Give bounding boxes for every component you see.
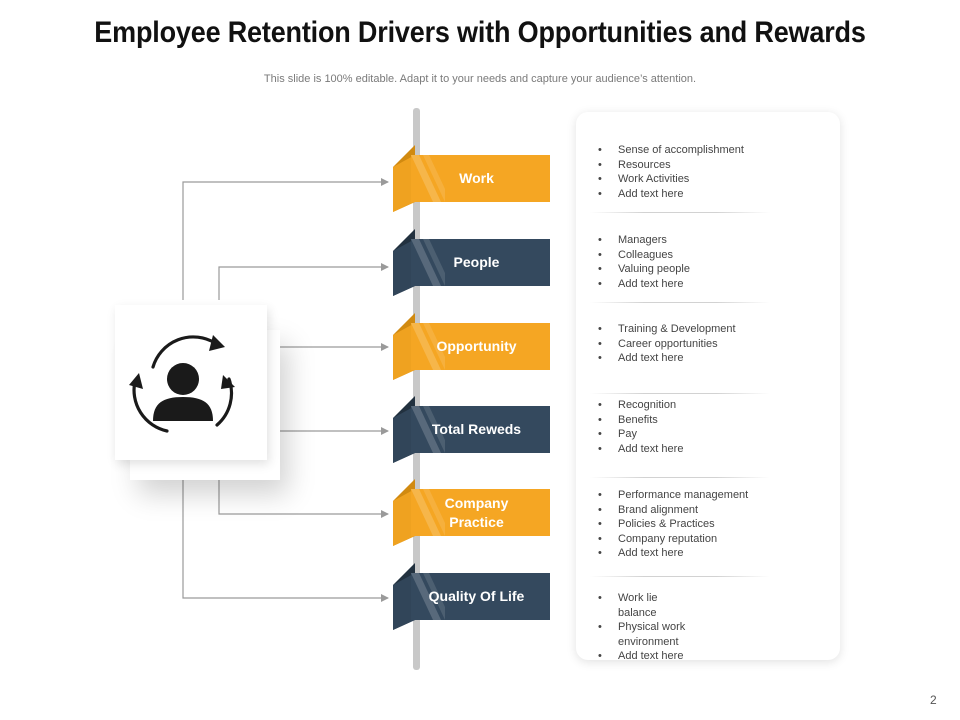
detail-item: Work lie balance <box>597 591 697 620</box>
ribbon-body <box>411 323 550 370</box>
driver-label: People <box>453 254 500 270</box>
driver-tab: Opportunity <box>393 313 550 380</box>
user-cycle-icon <box>129 335 235 433</box>
detail-item: Add text here <box>597 442 827 457</box>
driver-label: Work <box>459 170 494 186</box>
ribbon-stripes <box>411 489 445 536</box>
driver-label: Opportunity <box>436 338 517 354</box>
ribbon-body <box>411 155 550 202</box>
ribbon-stripes <box>411 155 445 202</box>
ribbon-body <box>411 239 550 286</box>
ribbon-fold <box>393 563 415 630</box>
detail-separator <box>590 393 770 394</box>
detail-list: RecognitionBenefitsPayAdd text here <box>597 398 827 456</box>
ribbon-body <box>411 489 550 536</box>
ribbon-stripes <box>411 239 445 286</box>
detail-list: Work lie balancePhysical work environmen… <box>597 591 697 664</box>
detail-item: Brand alignment <box>597 503 827 518</box>
driver-tab: Company Practice <box>393 479 550 546</box>
detail-item: Physical work environment <box>597 620 697 649</box>
driver-tab: People <box>393 229 550 296</box>
slide-subtitle: This slide is 100% editable. Adapt it to… <box>263 73 697 85</box>
detail-list: Performance managementBrand alignmentPol… <box>597 488 827 561</box>
detail-item: Sense of accomplishment <box>597 143 827 158</box>
detail-item: Recognition <box>597 398 827 413</box>
slide-title: Employee Retention Drivers with Opportun… <box>94 16 866 49</box>
detail-item: Valuing people <box>597 262 827 277</box>
detail-item: Policies & Practices <box>597 517 827 532</box>
connector-people <box>218 263 389 300</box>
detail-item: Performance management <box>597 488 827 503</box>
driver-label: Company Practice <box>444 494 509 530</box>
ribbon-stripes <box>411 323 445 370</box>
ribbon-fold <box>393 313 415 380</box>
details-panel <box>576 112 840 660</box>
detail-list: Sense of accomplishmentResourcesWork Act… <box>597 143 827 201</box>
timeline-bar <box>413 108 420 670</box>
ribbon-fold <box>393 229 415 296</box>
detail-item: Training & Development <box>597 322 827 337</box>
connector-work <box>182 178 389 300</box>
driver-tab: Quality Of Life <box>393 563 550 630</box>
detail-item: Add text here <box>597 277 827 292</box>
detail-item: Work Activities <box>597 172 827 187</box>
driver-tab: Total Reweds <box>393 396 550 463</box>
detail-item: Add text here <box>597 351 827 366</box>
ribbon-body <box>411 573 550 620</box>
detail-item: Add text here <box>597 187 827 202</box>
page-number: 2 <box>930 693 937 707</box>
ribbon-stripes <box>411 573 445 620</box>
detail-list: Training & DevelopmentCareer opportuniti… <box>597 322 827 366</box>
connector-company-practice <box>218 470 389 518</box>
connector-quality-of-life <box>182 470 389 602</box>
detail-item: Resources <box>597 158 827 173</box>
detail-separator <box>590 302 770 303</box>
ribbon-fold <box>393 479 415 546</box>
ribbon-fold <box>393 396 415 463</box>
detail-item: Add text here <box>597 546 827 561</box>
detail-item: Managers <box>597 233 827 248</box>
detail-separator <box>590 576 770 577</box>
ribbon-body <box>411 406 550 453</box>
detail-item: Benefits <box>597 413 827 428</box>
ribbon-stripes <box>411 406 445 453</box>
detail-item: Pay <box>597 427 827 442</box>
driver-label: Quality Of Life <box>428 588 525 604</box>
center-icon-card <box>115 305 267 460</box>
driver-label: Total Reweds <box>431 421 522 437</box>
detail-item: Company reputation <box>597 532 827 547</box>
detail-separator <box>590 212 770 213</box>
detail-item: Colleagues <box>597 248 827 263</box>
driver-tab: Work <box>393 145 550 212</box>
detail-separator <box>590 477 770 478</box>
detail-item: Add text here <box>597 649 697 664</box>
detail-list: ManagersColleaguesValuing peopleAdd text… <box>597 233 827 291</box>
ribbon-fold <box>393 145 415 212</box>
detail-item: Career opportunities <box>597 337 827 352</box>
